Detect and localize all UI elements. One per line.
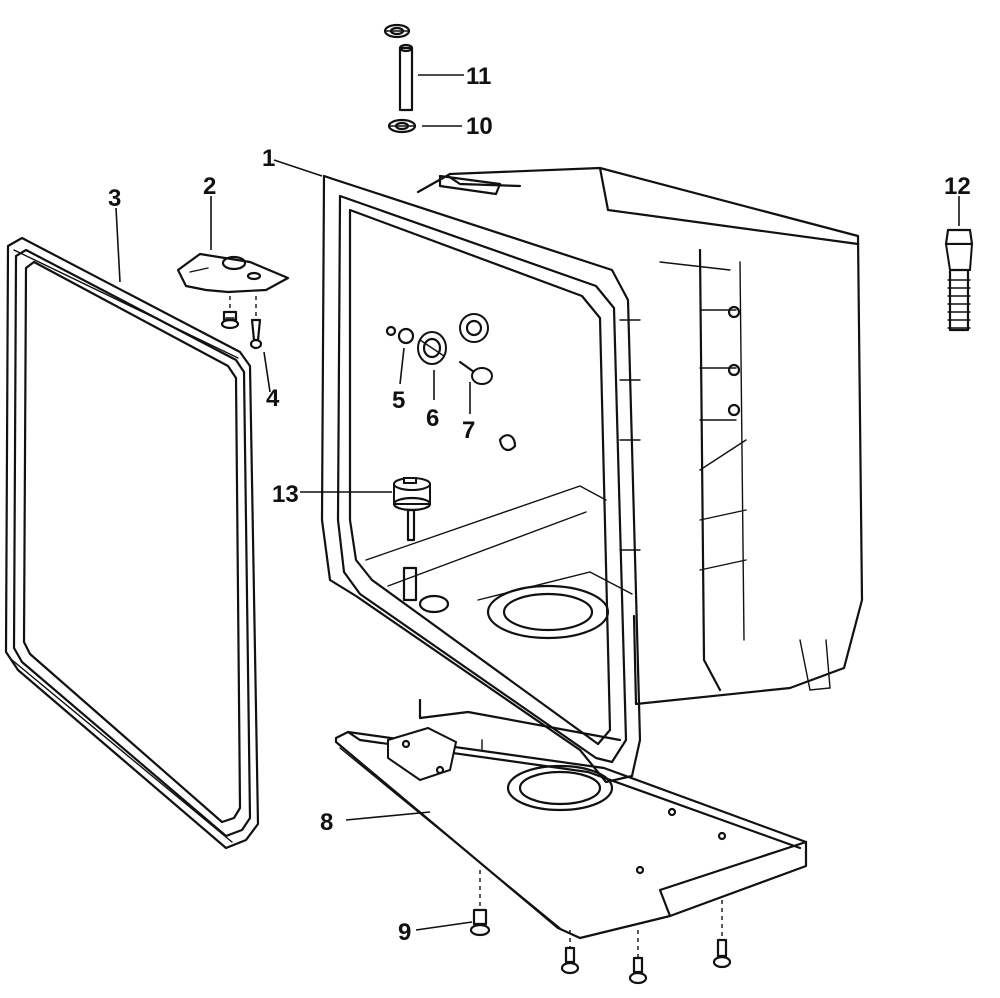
- callout-4: 4: [266, 385, 280, 412]
- hinge-screws: [220, 296, 263, 350]
- callout-3: 3: [108, 185, 121, 212]
- callout-8: 8: [320, 809, 333, 836]
- callout-5: 5: [392, 387, 405, 414]
- hinge-bracket: [176, 252, 290, 294]
- clip-bottom: [387, 118, 417, 134]
- grommet-6: [417, 331, 447, 365]
- callout-2: 2: [203, 173, 216, 200]
- callout-7: 7: [462, 417, 475, 444]
- callout-9: 9: [398, 919, 411, 946]
- callout-12: 12: [944, 173, 971, 200]
- callout-13: 13: [272, 481, 299, 508]
- float-assembly: [392, 477, 450, 614]
- callout-6: 6: [426, 405, 439, 432]
- pin: [398, 43, 414, 112]
- hose-fitting: [944, 228, 974, 332]
- door-gasket: [4, 236, 260, 850]
- base-screws: [469, 870, 732, 985]
- callout-10: 10: [466, 113, 493, 140]
- callout-labels: 1 2 3 4 5 6 7 8 9 10 11 12 13: [108, 63, 971, 946]
- clip-top: [383, 23, 411, 39]
- callout-11: 11: [466, 63, 491, 90]
- callout-1: 1: [262, 145, 275, 172]
- tub-assembly: [320, 166, 864, 784]
- leader-lines: [115, 74, 960, 931]
- fill-funnel-7: [458, 313, 517, 451]
- base-plate: [334, 698, 808, 940]
- washer-5: [385, 325, 415, 345]
